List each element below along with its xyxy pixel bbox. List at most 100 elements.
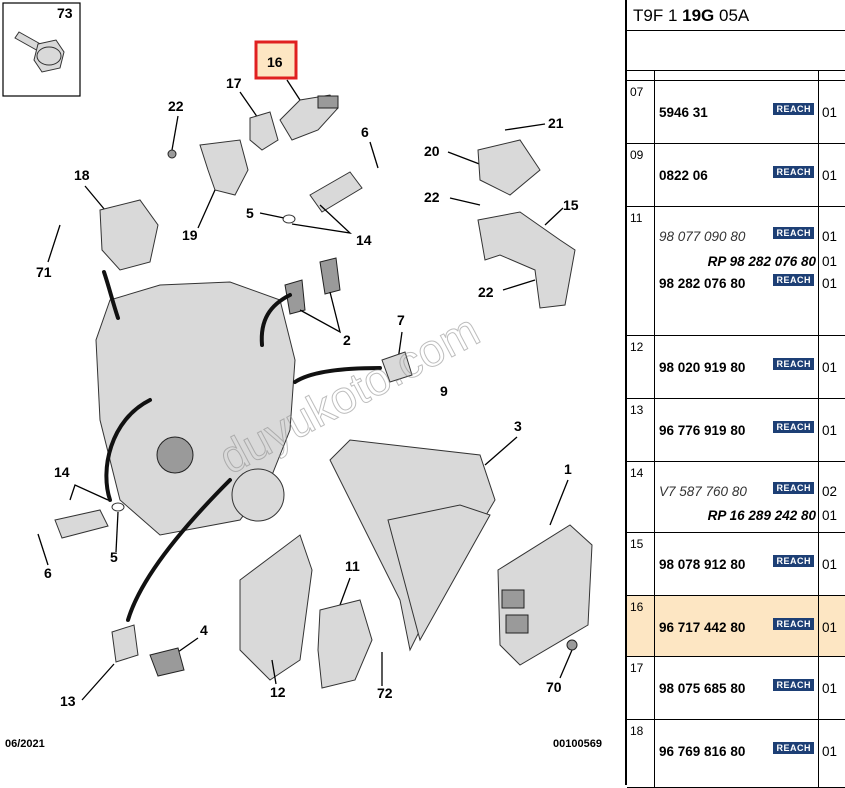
callout-2[interactable]: 2 xyxy=(343,332,351,348)
callout-18[interactable]: 18 xyxy=(74,167,90,183)
part-reference[interactable]: RP 16 289 242 80 xyxy=(707,508,816,523)
row-qty-column: 01 xyxy=(819,81,845,143)
reach-badge: REACH xyxy=(773,358,814,370)
part-reference[interactable]: 98 282 076 80 xyxy=(659,276,746,291)
part-7-sensor[interactable] xyxy=(381,351,413,383)
callout-22-mid[interactable]: 22 xyxy=(424,189,440,205)
callout-5-top[interactable]: 5 xyxy=(246,205,254,221)
row-qty-column: 01 xyxy=(819,399,845,461)
part-quantity: 02 xyxy=(822,484,838,499)
callout-11[interactable]: 11 xyxy=(345,558,360,574)
callout-14-top[interactable]: 14 xyxy=(356,232,372,248)
part-quantity: 01 xyxy=(822,276,838,291)
part-reference[interactable]: RP 98 282 076 80 xyxy=(707,254,816,269)
row-index: 18 xyxy=(627,720,655,787)
callout-72[interactable]: 72 xyxy=(377,685,393,701)
reach-badge: REACH xyxy=(773,555,814,567)
callout-70[interactable]: 70 xyxy=(546,679,562,695)
part-reference[interactable]: 96 769 816 80 xyxy=(659,744,746,759)
part-2-sensor-a[interactable] xyxy=(284,279,306,315)
callout-9[interactable]: 9 xyxy=(440,383,448,399)
callout-73[interactable]: 73 xyxy=(57,5,73,21)
part-reference[interactable]: 96 776 919 80 xyxy=(659,423,746,438)
row-index: 09 xyxy=(627,144,655,206)
part-18-housing[interactable] xyxy=(99,199,159,271)
part-reference[interactable]: 5946 31 xyxy=(659,105,708,120)
part-quantity: 01 xyxy=(822,168,838,183)
callout-22-top[interactable]: 22 xyxy=(168,98,184,114)
part-11-module[interactable] xyxy=(317,599,373,689)
row-refs: 98 077 090 80 REACH RP 98 282 076 80 98 282… xyxy=(655,207,819,335)
part-16-solenoid[interactable] xyxy=(279,94,339,141)
part-14-injector-top[interactable] xyxy=(309,171,363,213)
reach-badge: REACH xyxy=(773,618,814,630)
reach-badge: REACH xyxy=(773,679,814,691)
parts-row[interactable]: 18 96 769 816 80 REACH 01 xyxy=(627,720,845,788)
callout-21[interactable]: 21 xyxy=(548,115,564,131)
reach-badge: REACH xyxy=(773,103,814,115)
part-2-sensor-b[interactable] xyxy=(319,257,341,295)
part-14-injector-low[interactable] xyxy=(54,509,109,539)
part-reference[interactable]: V7 587 760 80 xyxy=(659,484,747,499)
callout-12[interactable]: 12 xyxy=(270,684,286,700)
part-12-shield[interactable] xyxy=(239,534,313,681)
part-19-bracket[interactable] xyxy=(199,139,249,196)
callout-4[interactable]: 4 xyxy=(200,622,208,638)
callout-71[interactable]: 71 xyxy=(36,264,52,280)
callout-14-low[interactable]: 14 xyxy=(54,464,70,480)
callout-1[interactable]: 1 xyxy=(564,461,572,477)
callout-13[interactable]: 13 xyxy=(60,693,76,709)
part-quantity: 01 xyxy=(822,229,838,244)
part-20-valve[interactable] xyxy=(477,139,541,196)
reach-badge: REACH xyxy=(773,742,814,754)
part-13-sensor[interactable] xyxy=(111,624,139,663)
row-qty-column: 01 xyxy=(819,720,845,787)
callout-17[interactable]: 17 xyxy=(226,75,242,91)
reach-badge: REACH xyxy=(773,421,814,433)
part-quantity: 01 xyxy=(822,744,838,759)
part-reference[interactable]: 0822 06 xyxy=(659,168,708,183)
part-quantity: 01 xyxy=(822,254,838,269)
part-reference[interactable]: 98 075 685 80 xyxy=(659,681,746,696)
row-index: 15 xyxy=(627,533,655,595)
part-4-sensor[interactable] xyxy=(149,647,185,677)
callout-20[interactable]: 20 xyxy=(424,143,440,159)
row-refs: 96 769 816 80 REACH xyxy=(655,720,819,787)
row-refs: 96 717 442 80 REACH xyxy=(655,596,819,656)
part-17-clamp[interactable] xyxy=(249,111,279,151)
callout-3[interactable]: 3 xyxy=(514,418,522,434)
part-reference[interactable]: 98 078 912 80 xyxy=(659,557,746,572)
part-reference[interactable]: 96 717 442 80 xyxy=(659,620,746,635)
callout-6-top[interactable]: 6 xyxy=(361,124,369,140)
part-reference[interactable]: 98 077 090 80 xyxy=(659,229,746,244)
row-qty-column: 01 xyxy=(819,144,845,206)
bolt-inset[interactable] xyxy=(2,2,81,97)
callout-22-low[interactable]: 22 xyxy=(478,284,494,300)
exploded-parts-diagram: 73 16 17 22 19 6 5 14 21 20 22 15 22 18 … xyxy=(2,2,602,750)
panel-column-spacer xyxy=(627,71,845,81)
callout-7[interactable]: 7 xyxy=(397,312,405,328)
callout-16[interactable]: 16 xyxy=(267,54,283,70)
callout-19[interactable]: 19 xyxy=(182,227,198,243)
part-15-support[interactable] xyxy=(477,211,576,309)
part-quantity: 01 xyxy=(822,360,838,375)
part-reference[interactable]: 98 020 919 80 xyxy=(659,360,746,375)
callout-6-low[interactable]: 6 xyxy=(44,565,52,581)
part-quantity: 01 xyxy=(822,681,838,696)
callout-15[interactable]: 15 xyxy=(563,197,579,213)
callout-5-low[interactable]: 5 xyxy=(110,549,118,565)
reach-badge: REACH xyxy=(773,274,814,286)
